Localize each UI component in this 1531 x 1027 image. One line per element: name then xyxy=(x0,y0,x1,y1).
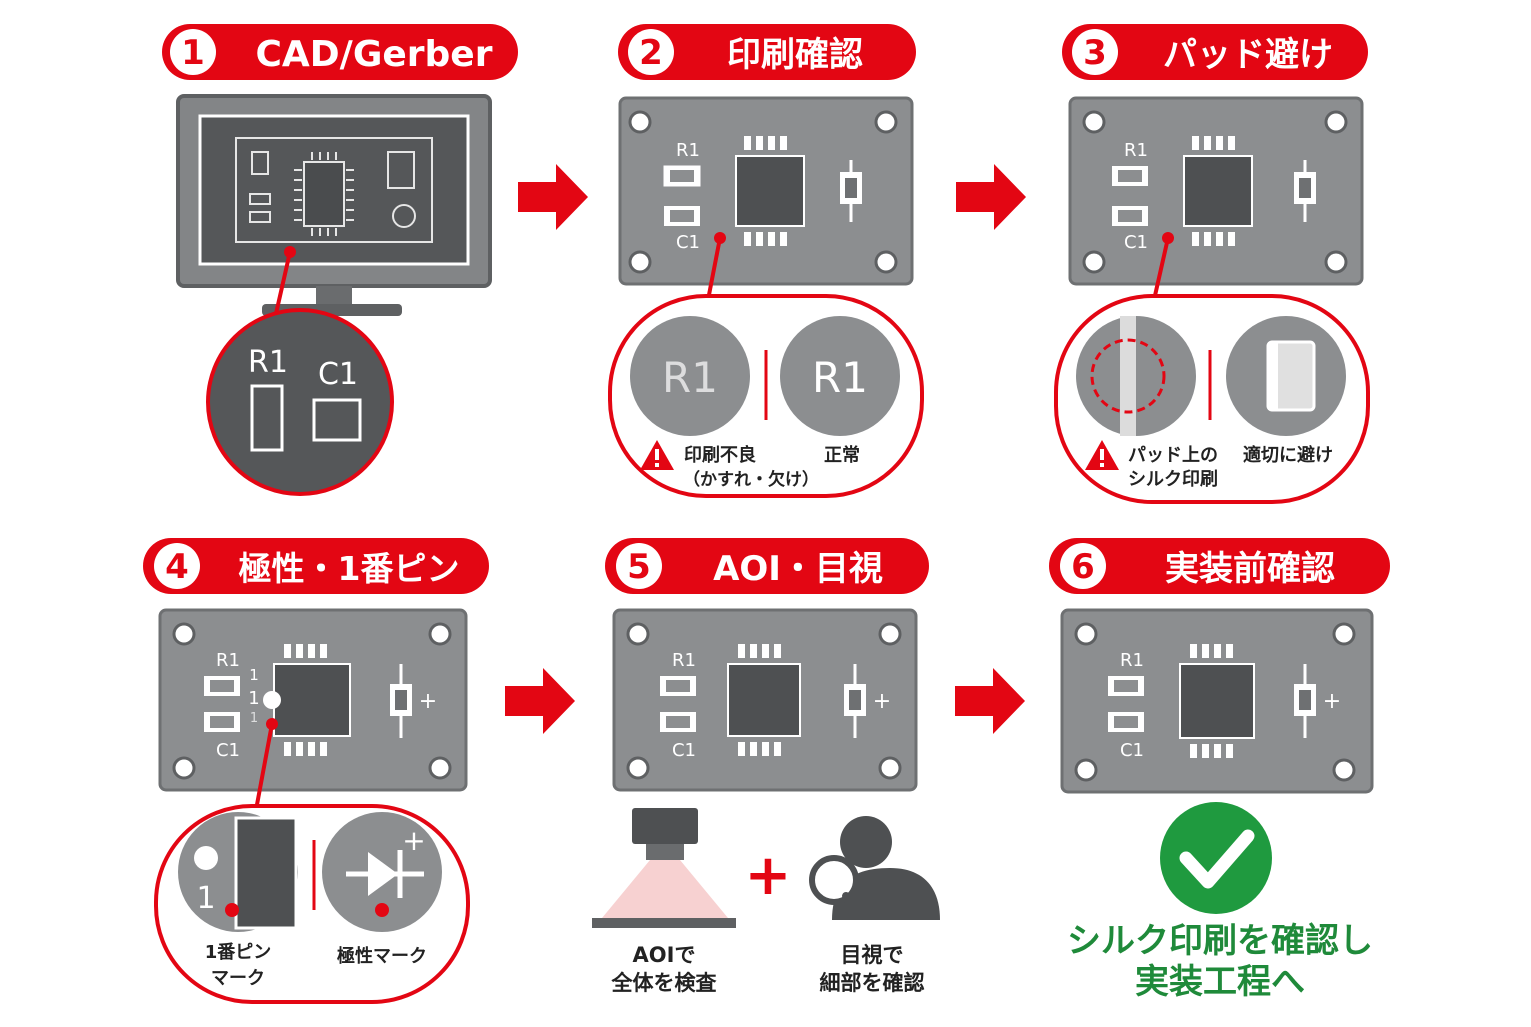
silk-c1: C1 xyxy=(672,740,696,761)
pin1-mark: 1 xyxy=(249,666,259,684)
arrow-right-icon xyxy=(505,668,575,734)
caption-aoi-2: 全体を検査 xyxy=(611,971,717,995)
caption-polarity: 極性マーク xyxy=(337,945,427,967)
step-1-number: 1 xyxy=(181,33,205,73)
caption-normal: 正常 xyxy=(824,444,860,466)
aoi-camera-icon xyxy=(592,808,736,928)
step-4-number: 4 xyxy=(165,547,189,587)
pcb-board: R1 C1 xyxy=(1068,96,1364,286)
caption-print-defect: 印刷不良 xyxy=(684,444,756,466)
monitor-icon xyxy=(176,94,492,316)
silk-r1: R1 xyxy=(1124,140,1148,161)
caption-avoided: 適切に避け xyxy=(1243,444,1333,466)
pin1-mark: 1 xyxy=(250,711,258,726)
caption-pin1: 1番ピン xyxy=(205,942,272,963)
check-circle-icon xyxy=(1160,802,1272,914)
zoom-label-r1: R1 xyxy=(248,345,288,380)
silk-c1: C1 xyxy=(1124,232,1148,253)
zoom-callout: パッド上の シルク印刷 適切に避け xyxy=(1054,232,1370,504)
caption-visual: 目視で xyxy=(841,943,904,967)
pcb-board: R1 C1 xyxy=(618,96,914,286)
step-6-header: 6 実装前確認 xyxy=(1049,538,1390,594)
polarity-plus: + xyxy=(1323,689,1341,714)
step-3-header: 3 パッド避け xyxy=(1062,24,1368,80)
step-4-header: 4 極性・1番ピン xyxy=(143,538,489,594)
step-6-title: 実装前確認 xyxy=(1165,549,1335,589)
caption-visual-2: 細部を確認 xyxy=(820,971,925,995)
silk-c1: C1 xyxy=(216,740,240,761)
magnifier-person-icon xyxy=(809,816,940,920)
silk-r1: R1 xyxy=(676,140,700,161)
step-4-title: 極性・1番ピン xyxy=(239,549,460,588)
pcb-board: R1 C1 1 1 1 + xyxy=(158,608,468,792)
zoom-callout: R1 C1 xyxy=(206,246,394,496)
zoom-plus: + xyxy=(402,824,425,857)
zoom-text-bad: R1 xyxy=(662,353,718,402)
zoom-callout: R1 R1 印刷不良 （かすれ・欠け） 正常 xyxy=(608,232,924,498)
silk-r1: R1 xyxy=(1120,650,1144,671)
step-6-number: 6 xyxy=(1071,547,1095,587)
step-5-title: AOI・目視 xyxy=(713,549,883,589)
step-2-number: 2 xyxy=(639,33,663,73)
step-2-header: 2 印刷確認 xyxy=(618,24,916,80)
warning-icon xyxy=(640,440,674,470)
zoom-pin-label: 1 xyxy=(196,881,215,916)
step-3-number: 3 xyxy=(1083,33,1107,73)
result-text-2: 実装工程へ xyxy=(1135,962,1305,1002)
caption-pin1-2: マーク xyxy=(211,968,265,989)
caption-silk-on-pad: パッド上の xyxy=(1128,445,1218,466)
arrow-right-icon xyxy=(955,668,1025,734)
polarity-plus: + xyxy=(873,689,891,714)
arrow-right-icon xyxy=(518,164,588,230)
zoom-callout: 1 + 1番ピン マーク 極性マーク xyxy=(154,718,470,1004)
silk-c1: C1 xyxy=(676,232,700,253)
step-3-title: パッド避け xyxy=(1163,35,1333,75)
silk-r1: R1 xyxy=(216,650,240,671)
caption-aoi: AOIで xyxy=(633,943,696,967)
step-1-header: 1 CAD/Gerber xyxy=(162,24,518,80)
step-5-number: 5 xyxy=(627,547,651,587)
step-5-header: 5 AOI・目視 xyxy=(605,538,929,594)
zoom-label-c1: C1 xyxy=(318,357,358,392)
silk-r1: R1 xyxy=(672,650,696,671)
pin1-mark: 1 xyxy=(248,688,259,709)
step-2-title: 印刷確認 xyxy=(727,35,863,75)
step-1-title: CAD/Gerber xyxy=(256,34,493,75)
result-text: シルク印刷を確認し xyxy=(1067,921,1373,961)
pcb-board: R1 C1 + xyxy=(1060,608,1374,794)
pcb-board: R1 C1 + xyxy=(612,608,918,792)
caption-print-defect-detail: （かすれ・欠け） xyxy=(683,469,819,490)
silk-c1: C1 xyxy=(1120,740,1144,761)
arrow-right-icon xyxy=(956,164,1026,230)
caption-silk-on-pad-2: シルク印刷 xyxy=(1128,469,1218,490)
zoom-text-good: R1 xyxy=(812,353,868,402)
plus-sign: + xyxy=(745,843,792,908)
polarity-plus: + xyxy=(419,689,437,714)
warning-icon xyxy=(1085,440,1119,470)
